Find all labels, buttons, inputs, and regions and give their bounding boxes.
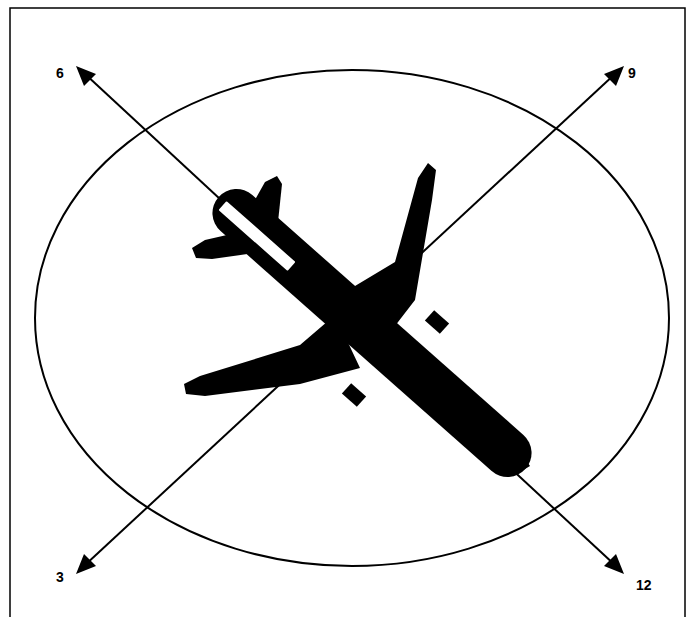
nose [505, 452, 530, 472]
engine [342, 383, 366, 407]
axis-line [84, 73, 616, 566]
engine [425, 310, 449, 334]
highlight-box [217, 200, 297, 273]
frame [10, 8, 685, 617]
callout-number: 6 [56, 66, 64, 80]
arrowhead [76, 554, 96, 574]
callout-number: 9 [628, 66, 636, 80]
callout-number: 3 [56, 570, 64, 584]
arrowhead [604, 554, 624, 574]
arrowhead [604, 66, 624, 86]
fuselage [203, 179, 542, 487]
ellipse [35, 70, 669, 566]
airplane [184, 163, 541, 487]
callout-number: 12 [636, 578, 652, 592]
arrowhead [76, 66, 96, 86]
axis-line [84, 73, 616, 566]
